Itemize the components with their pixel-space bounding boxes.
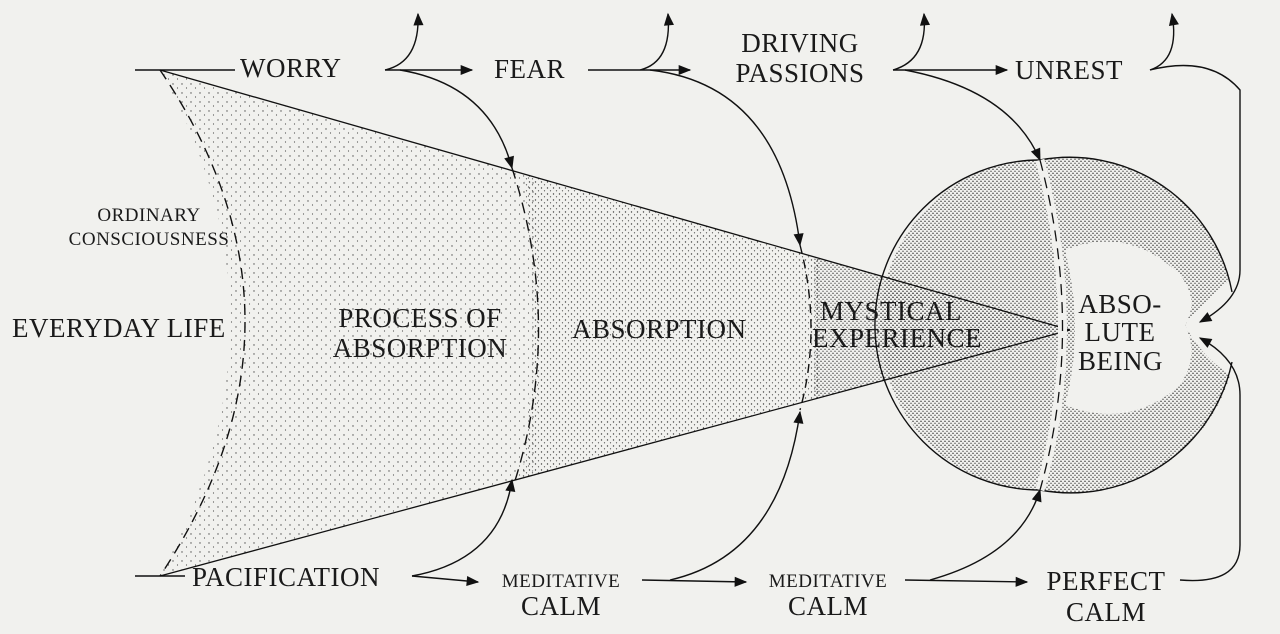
process-of-absorption-label: PROCESS OF ABSORPTION bbox=[332, 303, 508, 363]
top-row-arrows bbox=[384, 12, 1241, 323]
mystical-experience-label: MYSTICAL EXPERIENCE bbox=[812, 296, 982, 353]
ordinary-consciousness-label: ORDINARY CONSCIOUSNESS bbox=[68, 205, 230, 250]
absorption-label: ABSORPTION bbox=[572, 314, 747, 344]
worry-label: WORRY bbox=[240, 53, 342, 83]
meditative-calm-1-label: MEDITATIVE CALM bbox=[501, 571, 621, 621]
boundary-arc-1 bbox=[159, 69, 246, 577]
driving-passions-label: DRIVING PASSIONS bbox=[735, 28, 865, 88]
unrest-label: UNREST bbox=[1015, 55, 1124, 85]
meditative-calm-2-label: MEDITATIVE CALM bbox=[768, 571, 888, 621]
perfect-calm-label: PERFECT CALM bbox=[1046, 566, 1166, 627]
boundary-arc-2 bbox=[511, 167, 540, 491]
absolute-being-label: ABSO- LUTE BEING bbox=[1078, 289, 1163, 376]
bottom-row-arrows bbox=[411, 337, 1241, 587]
fear-label: FEAR bbox=[494, 54, 566, 84]
absolute-being-sphere bbox=[874, 156, 1233, 494]
boundary-arc-3 bbox=[799, 244, 812, 411]
everyday-life-label: EVERYDAY LIFE bbox=[12, 313, 226, 343]
pacification-label: PACIFICATION bbox=[192, 562, 381, 592]
